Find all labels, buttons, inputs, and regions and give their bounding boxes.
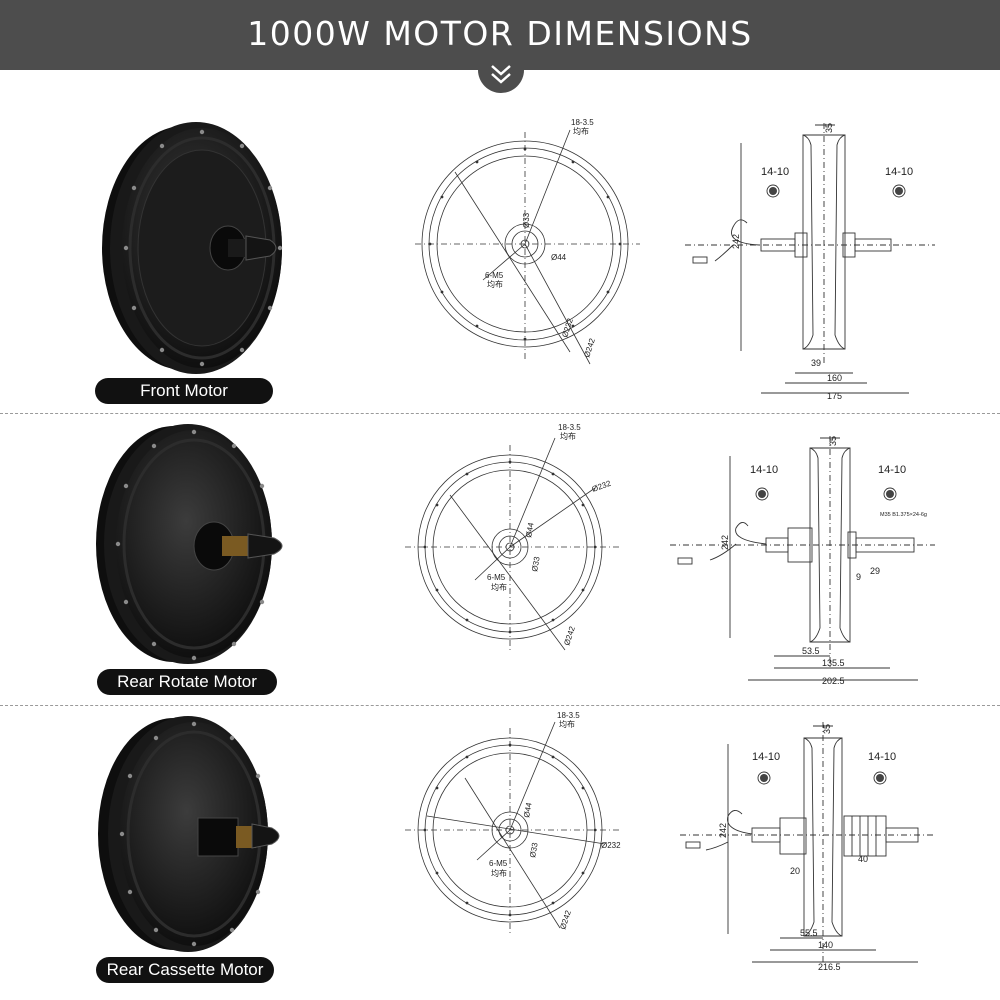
rear-cassette-motor-photo <box>98 716 280 952</box>
dim-a: 39 <box>811 358 821 368</box>
front-motor-photo <box>102 122 283 374</box>
rear-rotate-motor-side-drawing: 35 14-10 14-10 242 M35 B1.375×24-6g 9 29… <box>670 436 935 686</box>
dim-d2: Ø44 <box>551 253 567 262</box>
dim-height: 242 <box>718 823 728 838</box>
rear-cassette-motor-face-drawing: 18-3.5 均布 Ø44 Ø33 6-M5 均布 Ø232 Ø242 <box>405 711 621 933</box>
dim-screws-note: 均布 <box>491 868 507 878</box>
dim-hole-left: 14-10 <box>752 751 780 763</box>
rear-rotate-motor-face-drawing: 18-3.5 均布 Ø44 Ø33 6-M5 均布 Ø232 Ø242 <box>405 423 620 651</box>
dim-height: 242 <box>720 535 730 550</box>
dim-holes-note: 均布 <box>573 126 589 136</box>
chevron-down-icon <box>478 56 524 93</box>
section-divider <box>0 413 1000 414</box>
front-motor-face-drawing: 18-3.5 均布 Ø33 Ø44 6-M5 均布 Ø232 Ø242 <box>415 118 640 365</box>
dim-d1: Ø44 <box>522 801 534 818</box>
dim-holes: 18-3.5 <box>557 711 580 720</box>
dim-top: 35 <box>822 724 832 734</box>
front-motor-side-drawing: 35 14-10 14-10 242 39 160 175 <box>685 123 935 401</box>
dim-holes: 18-3.5 <box>571 118 594 127</box>
dim-screws: 6-M5 <box>489 859 508 868</box>
motor-label: Rear Rotate Motor <box>97 669 277 695</box>
dim-d4: Ø242 <box>562 625 577 647</box>
dim-thread: M35 B1.375×24-6g <box>880 512 927 518</box>
dim-d4: Ø242 <box>582 337 597 359</box>
dim-top: 35 <box>828 436 838 446</box>
dim-b: 140 <box>818 940 833 950</box>
dim-holes-note: 均布 <box>560 431 576 441</box>
page-title: 1000W MOTOR DIMENSIONS <box>247 14 753 53</box>
dim-c: 216.5 <box>818 962 841 972</box>
dim-holes-note: 均布 <box>559 719 575 729</box>
dim-d3: Ø232 <box>591 479 613 494</box>
dim-hole-right: 14-10 <box>868 751 896 763</box>
dim-screws-note: 均布 <box>491 582 507 592</box>
dim-s1: 20 <box>790 866 800 876</box>
dim-d2: Ø33 <box>530 555 542 572</box>
dim-screws: 6-M5 <box>485 271 504 280</box>
rear-rotate-motor-photo <box>96 424 283 664</box>
dim-holes: 18-3.5 <box>558 423 581 432</box>
dim-hole-left: 14-10 <box>761 166 789 178</box>
dim-height: 242 <box>731 234 741 249</box>
dim-c: 175 <box>827 391 842 401</box>
dim-d3: Ø232 <box>601 841 621 850</box>
section-divider <box>0 705 1000 706</box>
dim-top: 35 <box>824 123 834 133</box>
motor-label: Front Motor <box>95 378 273 404</box>
dim-screws-note: 均布 <box>487 279 503 289</box>
dim-a: 55.5 <box>800 928 818 938</box>
dim-d1: Ø44 <box>524 521 536 538</box>
motor-label: Rear Cassette Motor <box>96 957 274 983</box>
dim-hole-right: 14-10 <box>885 166 913 178</box>
dim-d4: Ø242 <box>558 909 573 931</box>
dim-a: 53.5 <box>802 646 820 656</box>
dim-hole-right: 14-10 <box>878 464 906 476</box>
dim-s2: 29 <box>870 566 880 576</box>
dim-s1: 9 <box>856 572 861 582</box>
dim-c: 202.5 <box>822 676 845 686</box>
dim-d1: Ø33 <box>522 212 531 228</box>
dim-d2: Ø33 <box>528 841 540 858</box>
rear-cassette-motor-side-drawing: 35 14-10 14-10 242 20 40 55.5 140 216.5 <box>680 722 935 972</box>
dim-hole-left: 14-10 <box>750 464 778 476</box>
dim-b: 160 <box>827 373 842 383</box>
dim-screws: 6-M5 <box>487 573 506 582</box>
dim-b: 135.5 <box>822 658 845 668</box>
dim-s2: 40 <box>858 854 868 864</box>
